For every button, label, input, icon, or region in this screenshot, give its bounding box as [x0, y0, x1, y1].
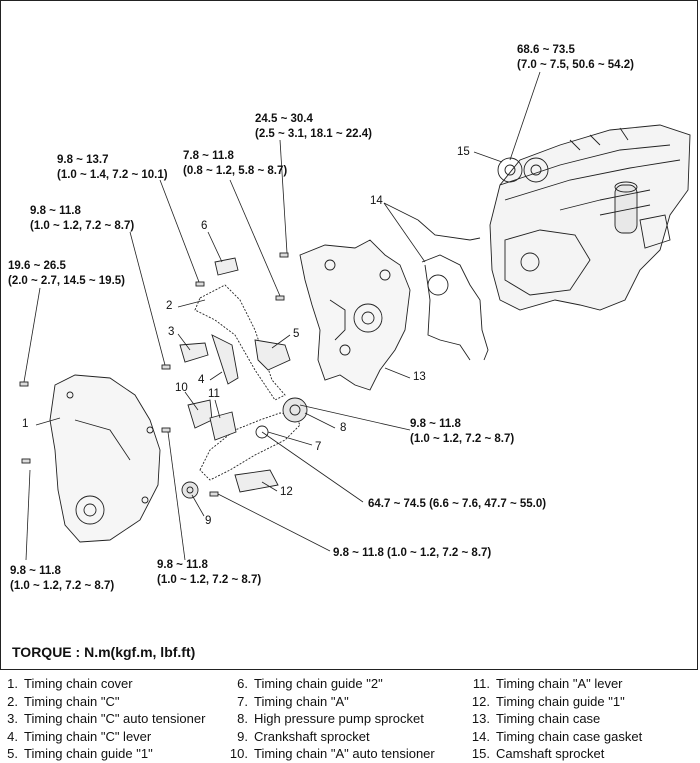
callout-8: 8 — [340, 422, 347, 434]
legend-label: Timing chain "A" — [254, 693, 349, 709]
legend-item: 1. Timing chain cover — [0, 675, 205, 693]
torque-conversion: (2.5 ~ 3.1, 18.1 ~ 22.4) — [255, 128, 372, 140]
torque-label-19-6: 19.6 ~ 26.5 (2.0 ~ 2.7, 14.5 ~ 19.5) — [8, 259, 125, 289]
legend-number: 13. — [471, 711, 490, 726]
torque-value: 9.8 ~ 11.8 — [30, 205, 81, 217]
callout-7: 7 — [315, 441, 322, 453]
legend-column-3: 11. Timing chain "A" lever 12. Timing chai… — [468, 675, 642, 763]
legend-item: 6. Timing chain guide "2" — [226, 675, 435, 693]
callout-15: 15 — [457, 146, 470, 158]
callout-3: 3 — [168, 326, 175, 338]
torque-conversion: (1.0 ~ 1.2, 7.2 ~ 8.7) — [30, 220, 135, 232]
torque-label-9-8-d: 9.8 ~ 11.8 (1.0 ~ 1.2, 7.2 ~ 8.7) — [10, 564, 114, 594]
legend-number: 9. — [237, 728, 248, 744]
torque-value: 9.8 ~ 11.8 (1.0 ~ 1.2, 7.2 ~ 8.7) — [333, 547, 492, 559]
legend-number: 14. — [471, 728, 490, 744]
callout-10: 10 — [175, 382, 188, 394]
callout-11: 11 — [208, 388, 220, 400]
callout-5: 5 — [293, 328, 300, 340]
torque-label-9-8-e: 9.8 ~ 11.8 (1.0 ~ 1.2, 7.2 ~ 8.7) — [157, 558, 261, 588]
callout-1: 1 — [22, 418, 29, 430]
legend-label: Timing chain "C" — [24, 693, 120, 709]
legend-item: 3. Timing chain "C" auto tensioner — [0, 710, 205, 728]
legend-number: 1. — [7, 676, 18, 691]
legend-number: 7. — [237, 693, 248, 709]
legend-item: 12. Timing chain guide "1" — [468, 693, 642, 711]
torque-conversion: (7.0 ~ 7.5, 50.6 ~ 54.2) — [517, 59, 634, 71]
legend-item: 14. Timing chain case gasket — [468, 728, 642, 746]
legend-number: 3. — [7, 711, 18, 726]
legend-item: 2. Timing chain "C" — [0, 693, 205, 711]
torque-conversion: (1.0 ~ 1.4, 7.2 ~ 10.1) — [57, 169, 168, 181]
legend-label: Timing chain guide "1" — [496, 693, 625, 709]
chain-c-drawing — [194, 284, 286, 401]
legend-label: High pressure pump sprocket — [254, 711, 424, 726]
legend-label: Timing chain guide "2" — [254, 676, 383, 691]
gasket-drawing — [417, 219, 489, 361]
legend-number: 4. — [7, 728, 18, 744]
legend-label: Timing chain case gasket — [496, 728, 643, 744]
callout-4: 4 — [198, 374, 205, 386]
legend-number: 6. — [237, 676, 248, 691]
torque-label-64-7: 64.7 ~ 74.5 (6.6 ~ 7.6, 47.7 ~ 55.0) — [368, 497, 546, 512]
legend-label: Timing chain "C" lever — [24, 728, 152, 744]
engine-block-drawing — [489, 124, 691, 311]
bolts-drawing — [19, 252, 289, 497]
torque-units-title: TORQUE : N.m(kgf.m, lbf.ft) — [12, 644, 196, 660]
torque-label-9-8-c: 9.8 ~ 11.8 (1.0 ~ 1.2, 7.2 ~ 8.7) — [333, 546, 491, 561]
torque-value: 9.8 ~ 11.8 — [157, 559, 208, 571]
leader-lines — [23, 71, 541, 561]
legend-number: 8. — [237, 711, 248, 726]
parts-legend: 1. Timing chain cover 2. Timing chain "C" … — [0, 675, 700, 761]
legend-item: 9. Crankshaft sprocket — [226, 728, 435, 746]
legend-item: 7. Timing chain "A" — [226, 693, 435, 711]
legend-item: 11. Timing chain "A" lever — [468, 675, 642, 693]
callout-14: 14 — [370, 195, 383, 207]
torque-value: 9.8 ~ 11.8 — [10, 565, 61, 577]
legend-number: 12. — [471, 693, 490, 709]
torque-value: 19.6 ~ 26.5 — [8, 260, 66, 272]
legend-item: 4. Timing chain "C" lever — [0, 728, 205, 746]
torque-value: 68.6 ~ 73.5 — [517, 44, 575, 56]
torque-label-7-8: 7.8 ~ 11.8 (0.8 ~ 1.2, 5.8 ~ 8.7) — [183, 149, 287, 179]
legend-label: Timing chain "C" auto tensioner — [24, 711, 206, 726]
torque-value: 9.8 ~ 13.7 — [57, 154, 109, 166]
legend-label: Crankshaft sprocket — [254, 728, 370, 744]
legend-number: 2. — [7, 693, 18, 709]
legend-label: Timing chain cover — [24, 676, 133, 691]
torque-conversion: (2.0 ~ 2.7, 14.5 ~ 19.5) — [8, 275, 125, 287]
torque-label-9-8-b: 9.8 ~ 11.8 (1.0 ~ 1.2, 7.2 ~ 8.7) — [410, 417, 514, 447]
torque-value: 9.8 ~ 11.8 — [410, 418, 461, 430]
torque-label-24-5: 24.5 ~ 30.4 (2.5 ~ 3.1, 18.1 ~ 22.4) — [255, 112, 372, 142]
torque-conversion: (0.8 ~ 1.2, 5.8 ~ 8.7) — [183, 165, 288, 177]
torque-conversion: (1.0 ~ 1.2, 7.2 ~ 8.7) — [157, 574, 262, 586]
torque-label-9-8-a: 9.8 ~ 11.8 (1.0 ~ 1.2, 7.2 ~ 8.7) — [30, 204, 134, 234]
callout-12: 12 — [280, 486, 293, 498]
legend-label: Timing chain "A" lever — [496, 676, 623, 691]
callout-2: 2 — [166, 300, 173, 312]
chain-case-drawing — [299, 239, 411, 391]
diagram-frame — [0, 0, 698, 670]
torque-conversion: (1.0 ~ 1.2, 7.2 ~ 8.7) — [10, 580, 115, 592]
torque-value: 24.5 ~ 30.4 — [255, 113, 313, 125]
torque-label-68-6: 68.6 ~ 73.5 (7.0 ~ 7.5, 50.6 ~ 54.2) — [517, 43, 634, 73]
torque-value: 7.8 ~ 11.8 — [183, 150, 234, 162]
chain-cover-drawing — [49, 374, 161, 543]
legend-number: 11. — [472, 676, 490, 691]
torque-label-9-8-13-7: 9.8 ~ 13.7 (1.0 ~ 1.4, 7.2 ~ 10.1) — [57, 153, 168, 183]
legend-item: 13. Timing chain case — [468, 710, 642, 728]
callout-6: 6 — [201, 220, 208, 232]
legend-item: 8. High pressure pump sprocket — [226, 710, 435, 728]
legend-label: Timing chain case — [496, 711, 601, 726]
torque-value: 64.7 ~ 74.5 (6.6 ~ 7.6, 47.7 ~ 55.0) — [368, 498, 547, 510]
torque-conversion: (1.0 ~ 1.2, 7.2 ~ 8.7) — [410, 433, 515, 445]
callout-13: 13 — [413, 371, 426, 383]
exploded-diagram — [19, 71, 691, 561]
legend-column-2: 6. Timing chain guide "2" 7. Timing chain … — [226, 675, 435, 763]
callout-9: 9 — [205, 515, 212, 527]
legend-column-1: 1. Timing chain cover 2. Timing chain "C" … — [0, 675, 205, 763]
